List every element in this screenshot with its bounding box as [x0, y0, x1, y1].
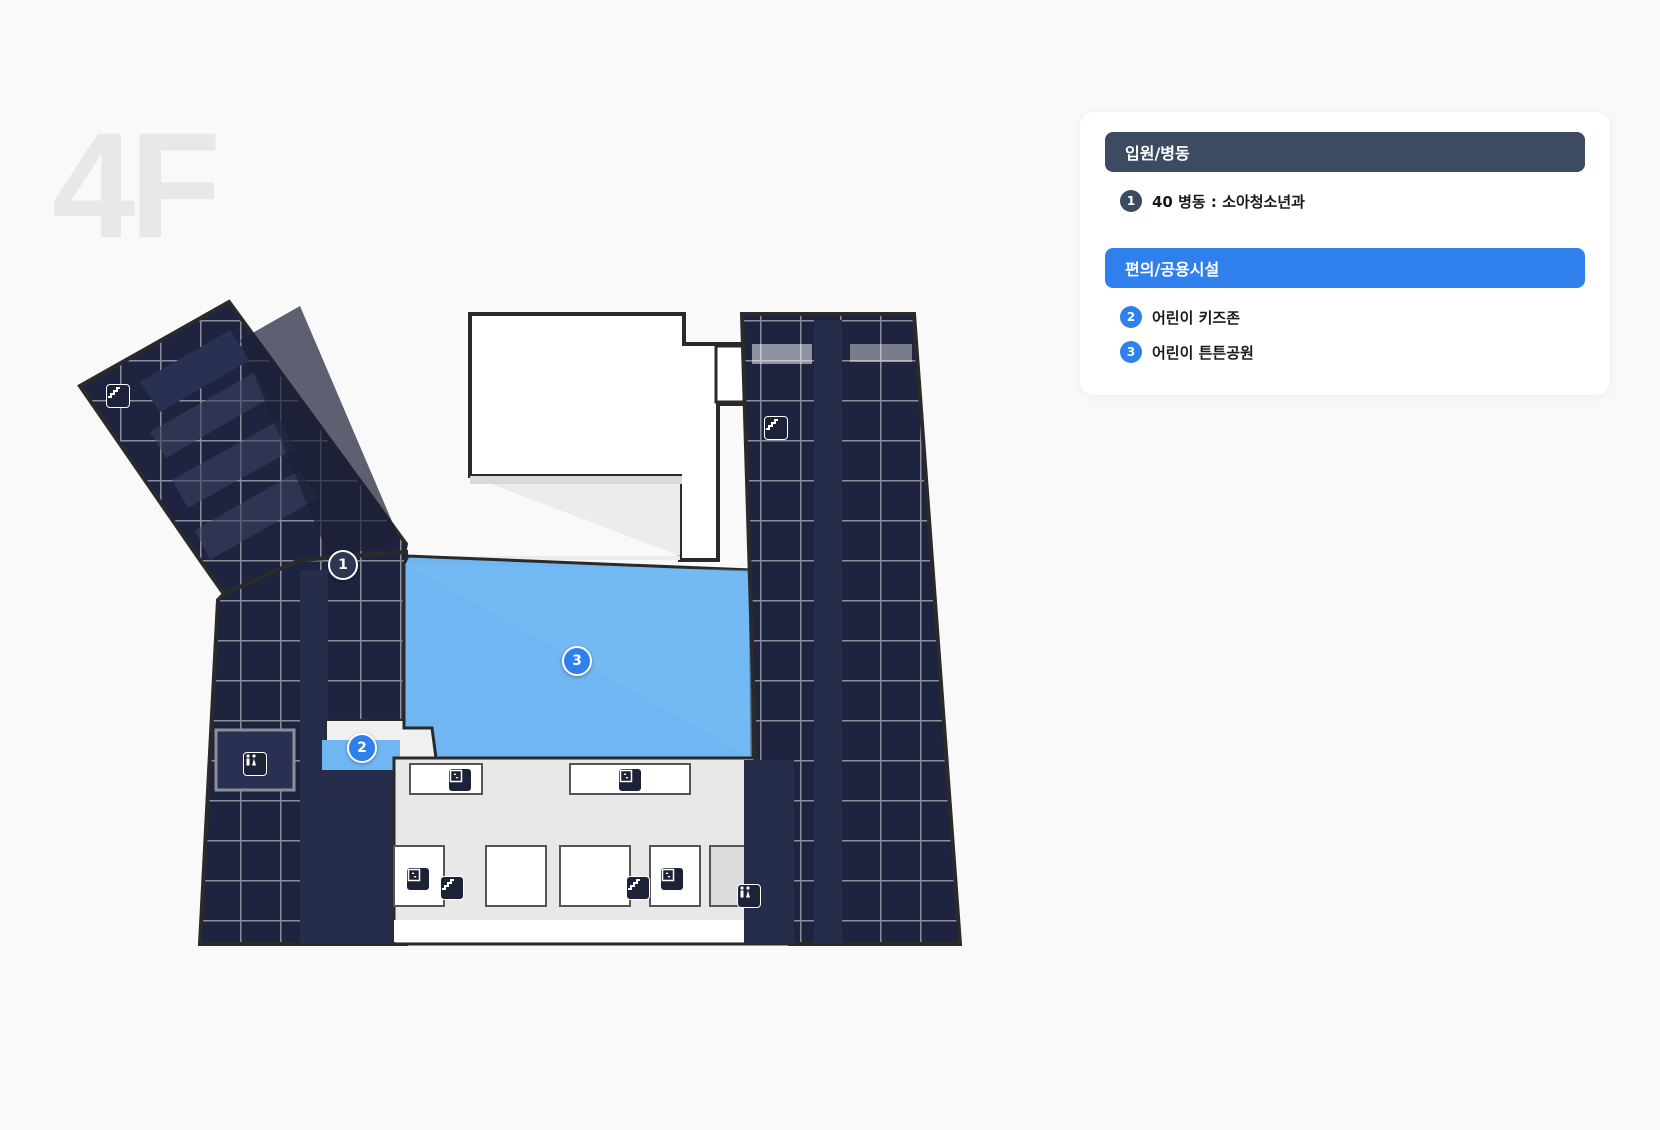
category-header-inpatient[interactable]: 입원/병동	[1105, 132, 1585, 172]
legend-item[interactable]: 1 40 병동 : 소아청소년과	[1120, 186, 1585, 216]
elevator-icon	[448, 768, 472, 792]
stairs-icon	[440, 876, 464, 900]
stairs-icon	[626, 876, 650, 900]
legend-number-badge: 2	[1120, 306, 1142, 328]
legend-item-label: 어린이 튼튼공원	[1152, 343, 1254, 362]
floor-map[interactable]: 1 2 3	[0, 0, 1000, 1000]
restroom-icon	[243, 752, 267, 776]
floor-label: 4F	[52, 101, 221, 269]
category-items-inpatient: 1 40 병동 : 소아청소년과	[1105, 172, 1585, 236]
stairs-icon	[764, 416, 788, 440]
legend-number-badge: 3	[1120, 341, 1142, 363]
category-header-facilities[interactable]: 편의/공용시설	[1105, 248, 1585, 288]
legend-item[interactable]: 3 어린이 튼튼공원	[1120, 337, 1585, 367]
map-marker-1[interactable]: 1	[328, 550, 358, 580]
stairs-icon	[106, 384, 130, 408]
map-marker-3[interactable]: 3	[562, 646, 592, 676]
elevator-icon	[618, 768, 642, 792]
left-vertical-rooms	[197, 549, 437, 946]
legend-item-label: 어린이 키즈존	[1152, 308, 1241, 327]
elevator-icon	[660, 867, 684, 891]
legend-panel: 입원/병동 1 40 병동 : 소아청소년과 편의/공용시설 2 어린이 키즈존…	[1080, 112, 1610, 395]
left-wing-rooms	[77, 299, 409, 603]
category-items-facilities: 2 어린이 키즈존 3 어린이 튼튼공원	[1105, 288, 1585, 367]
map-marker-2[interactable]: 2	[347, 733, 377, 763]
restroom-icon	[737, 884, 761, 908]
legend-item[interactable]: 2 어린이 키즈존	[1120, 302, 1585, 332]
legend-item-label: 40 병동 : 소아청소년과	[1152, 192, 1305, 211]
right-wing-rooms	[739, 312, 963, 946]
floor-plan-drawing	[77, 299, 963, 946]
legend-number-badge: 1	[1120, 190, 1142, 212]
elevator-icon	[406, 867, 430, 891]
